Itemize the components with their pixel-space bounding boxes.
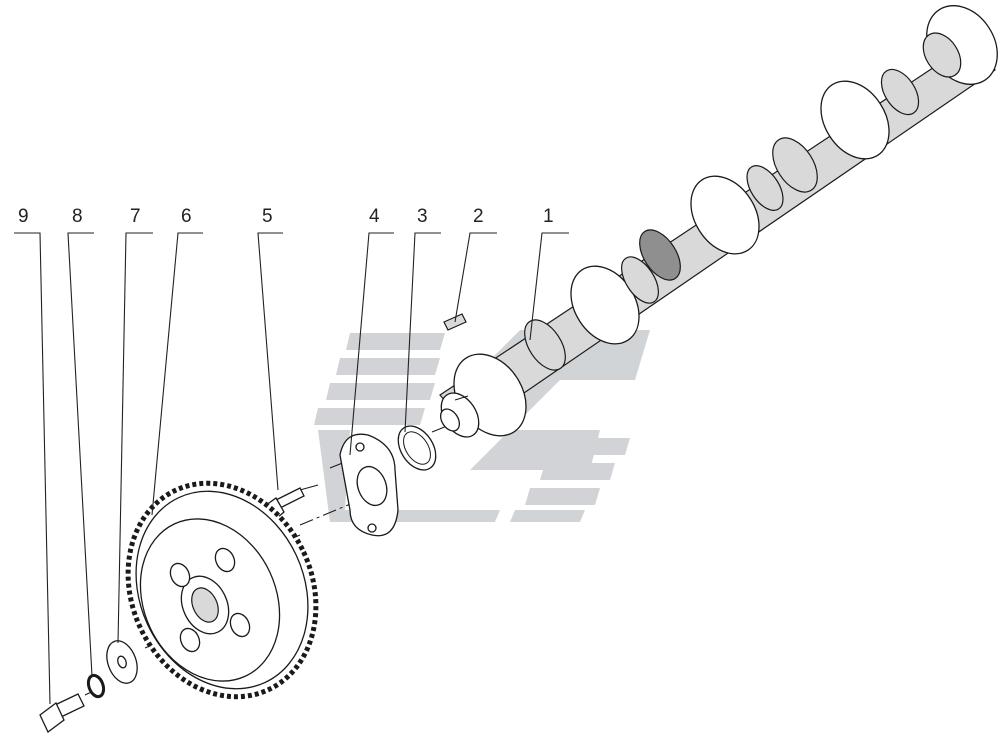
part-3-o-ring [397, 425, 437, 471]
leader-lines [14, 232, 569, 705]
leader-9 [14, 232, 51, 705]
leader-6 [151, 232, 203, 516]
leader-3 [404, 232, 441, 433]
leader-4 [349, 232, 394, 456]
callout-2: 2 [473, 206, 484, 227]
callout-8: 8 [72, 206, 83, 227]
leader-2 [454, 232, 497, 323]
leader-1 [529, 232, 569, 341]
part-1-camshaft [439, 5, 998, 438]
callout-7: 7 [130, 206, 141, 227]
part-7-washer [106, 640, 138, 684]
part-4-thrust-flange [339, 433, 399, 537]
callout-1: 1 [543, 206, 554, 227]
leader-5 [257, 232, 283, 491]
callout-4: 4 [369, 206, 380, 227]
callout-9: 9 [18, 206, 29, 227]
leader-8 [67, 232, 94, 677]
callout-3: 3 [417, 206, 428, 227]
part-8-lock-washer [86, 673, 106, 699]
callout-6: 6 [181, 206, 192, 227]
callout-5: 5 [262, 206, 273, 227]
leader-7 [117, 232, 153, 644]
part-6-gear [125, 480, 319, 700]
part-9-gear-bolt [39, 693, 85, 733]
callout-numbers: 1 2 3 4 5 6 7 8 9 [18, 206, 554, 227]
